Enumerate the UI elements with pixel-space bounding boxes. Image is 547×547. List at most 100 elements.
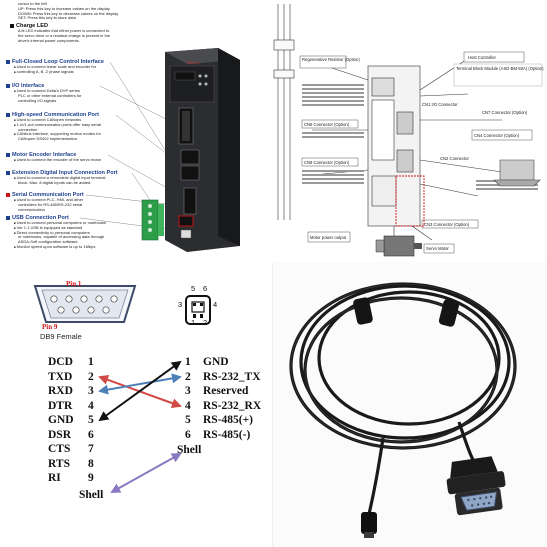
db9-female-connector xyxy=(33,285,137,323)
db9-pin-number: 9 xyxy=(88,472,94,484)
label-cn3: CN3 Connector (Option) xyxy=(424,222,470,227)
svg-text:DELTA: DELTA xyxy=(187,60,200,65)
callout-line: drive's internal power components. xyxy=(18,38,80,43)
callout-line: Used to connect the encoder of the servo… xyxy=(6,158,156,163)
pin1-label: Pin 1 xyxy=(66,280,82,288)
callout-line: or notebooks, capable of accessing data … xyxy=(18,235,105,240)
db9-pin-number: 4 xyxy=(88,399,94,412)
callout-line: Used to connect CANopen networks xyxy=(6,118,156,123)
mini-pin-num: 2 xyxy=(203,318,208,327)
mini-pin-number: 3 xyxy=(185,385,191,397)
callout-line: Monitor speed upon software is up to 1Mb… xyxy=(6,245,156,250)
callout-line: the servo drive or a residual charge is … xyxy=(18,33,111,38)
intro-line: cursor to the left xyxy=(18,2,47,6)
callout-line: connection xyxy=(18,127,38,132)
callout-extension-digital-input: Extension Digital Input Connection Port … xyxy=(6,170,156,186)
callout-line: Used to connect linear scale and encoder… xyxy=(6,65,156,70)
cable-photo-panel xyxy=(272,262,547,547)
wire-shell-to-shell xyxy=(110,453,182,493)
callout-line: Used to connect PLC, HMI, and other xyxy=(6,198,156,203)
label-cn5: CN5 Connector (Option) xyxy=(304,122,350,127)
callout-line: PLC or other external controllers for xyxy=(18,93,82,98)
mini-pin-number: 1 xyxy=(185,356,191,368)
callout-title: Extension Digital Input Connection Port xyxy=(6,170,156,176)
cable-photo xyxy=(273,262,547,547)
db9-pin-number: 8 xyxy=(88,457,94,470)
db9-pin-number: 5 xyxy=(88,414,94,426)
mini-shell-label: Shell xyxy=(177,444,202,456)
mini-6pin-connector xyxy=(185,295,211,325)
callout-title: Motor Encoder Interface xyxy=(6,152,156,158)
label-servo-motor: Servo Motor xyxy=(426,246,449,251)
wiring-diagram-panel: Regenerative Resistor (Option) Host Cont… xyxy=(272,0,547,262)
callout-line: CANopen DS402 implementation. xyxy=(18,137,79,142)
db9-pin-name: RTS xyxy=(48,457,70,470)
label-cn6: CN6 Connector (Option) xyxy=(304,160,350,165)
callout-line: communication xyxy=(18,207,45,212)
callout-line: Used to connect a removable digital inpu… xyxy=(6,176,156,181)
db9-pin-number: 6 xyxy=(88,428,94,441)
db9-pin-number: 2 xyxy=(88,370,94,383)
callout-motor-encoder: Motor Encoder Interface Used to connect … xyxy=(6,152,156,163)
callout-line: block. Max. 8 digital inputs can be adde… xyxy=(18,180,92,185)
box-regenerative-resistor: Regenerative Resistor (Option) xyxy=(302,57,360,62)
callout-line: Used to connect personal computers or no… xyxy=(6,221,156,226)
mini-pin-num: 6 xyxy=(203,284,208,293)
mini-pin-name: RS-232_TX xyxy=(203,370,261,383)
callout-io-interface: I/O Interface Used to connect Delta's DV… xyxy=(6,83,156,103)
callout-line: Direct connectivity to personal computer… xyxy=(6,231,156,236)
mini-pin-num: 4 xyxy=(213,300,218,309)
servo-drive-panel: cursor to the left UP: Press this key to… xyxy=(0,0,272,262)
db9-pin-name: DCD xyxy=(48,356,73,368)
intro-line: DOWN: Press this key to decrease values … xyxy=(18,11,119,16)
label-cn7: CN7 Connector (Option) xyxy=(482,110,528,115)
wire-rxd-to-tx xyxy=(98,373,182,395)
db9-pin-number: 7 xyxy=(88,443,94,455)
intro-text: cursor to the left UP: Press this key to… xyxy=(10,2,160,21)
callout-charge-led: Charge LED A lit LED indicates that eith… xyxy=(10,23,160,43)
db9-pin-name: DSR xyxy=(48,428,72,441)
callout-serial-comm: Serial Communication Port Used to connec… xyxy=(6,192,156,212)
label-cn1: CN1 I/O Connector xyxy=(422,102,458,107)
db9-pin-name: CTS xyxy=(48,443,71,455)
wiring-diagram: Regenerative Resistor (Option) Host Cont… xyxy=(273,4,544,257)
mini-pin-number: 2 xyxy=(185,370,191,383)
mini-pin-num: 1 xyxy=(191,318,196,327)
db9-pin-name: RXD xyxy=(48,385,73,397)
mini-pin-number: 5 xyxy=(185,414,191,426)
box-host-controller: Host Controller xyxy=(468,55,497,60)
label-motor-power: Motor power output xyxy=(310,235,347,240)
intro-line: UP: Press this key to increase values on… xyxy=(18,6,110,11)
wire-txd-to-rx xyxy=(98,375,182,408)
callout-title: Full-Closed Loop Control Interface xyxy=(6,59,156,65)
mini-pin-name: GND xyxy=(203,356,229,368)
mini-pin-name: RS-232_RX xyxy=(203,399,262,412)
wire-gnd-to-gnd xyxy=(98,360,182,422)
callout-line: 1-in/1-out communication ports offer eas… xyxy=(6,123,156,128)
callout-line: A lit LED indicates that either power is… xyxy=(18,29,110,33)
db9-pin-number: 1 xyxy=(88,356,94,368)
callout-line: Ver 1.1 USB is equipped as standard xyxy=(6,226,156,231)
db9-pin-name: RI xyxy=(48,472,61,484)
mini-pin-name: Reserved xyxy=(203,385,249,397)
callout-title: I/O Interface xyxy=(6,83,156,89)
callout-line: controlling A, B, Z phase signals xyxy=(6,70,156,75)
callout-title: Serial Communication Port xyxy=(6,192,156,198)
label-cn2: CN2 Connector xyxy=(440,156,469,161)
mini-pin-num: 5 xyxy=(191,284,196,293)
intro-line: SET: Press this key to store data xyxy=(18,16,76,21)
callout-line: controlling I/O signals xyxy=(18,98,57,103)
mini-pin-name: RS-485(+) xyxy=(203,414,253,426)
laptop-icon xyxy=(493,159,541,187)
mini-pin-number: 4 xyxy=(185,399,191,412)
callout-line: ASDA-Soft configuration software xyxy=(18,240,78,245)
db9-pin-name: DTR xyxy=(48,399,73,412)
db9-pin-number: 3 xyxy=(88,385,94,397)
pinout-panel: Pin 1 Pin 9 DB9 Female 5 6 3 4 1 2 DCD 1… xyxy=(0,262,272,547)
servo-motor-icon xyxy=(375,235,422,257)
mini-pin-name: RS-485(-) xyxy=(203,428,251,441)
callout-title: High-speed Communication Port xyxy=(6,112,156,118)
label-terminal-block: Terminal Block Module (ASD-BM-50A) (Opti… xyxy=(456,66,544,71)
callout-line: CANbus interface, supporting motion mode… xyxy=(6,132,156,137)
callout-title: USB Connection Port xyxy=(6,215,156,221)
